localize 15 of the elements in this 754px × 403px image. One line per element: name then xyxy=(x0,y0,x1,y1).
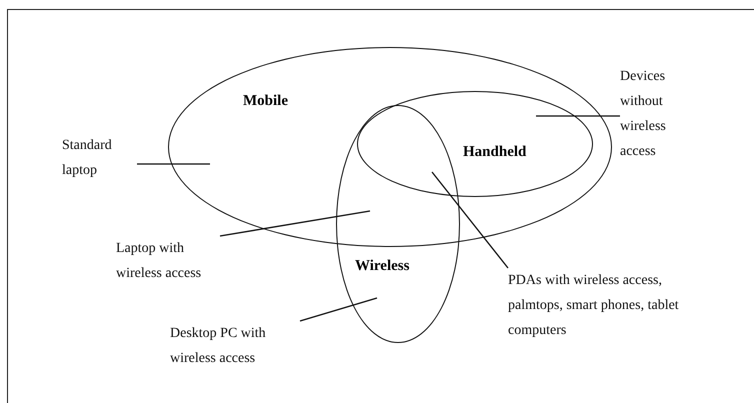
leader-line xyxy=(300,297,378,322)
set-ellipse xyxy=(357,91,593,197)
set-label: Handheld xyxy=(463,144,526,161)
callout-text: Laptop with wireless access xyxy=(116,240,202,283)
set-ellipse xyxy=(336,105,460,343)
leader-line xyxy=(432,172,508,268)
leader-line xyxy=(220,210,370,237)
leader-line xyxy=(536,115,620,117)
set-label: Wireless xyxy=(355,258,410,275)
callout-text: Desktop PC with wireless access xyxy=(170,325,267,368)
leader-line xyxy=(137,163,210,165)
set-label: Mobile xyxy=(243,93,288,110)
callout-text: Standard laptop xyxy=(62,137,113,180)
callout-text: PDAs with wireless access, palmtops, smart phones, tablet computers xyxy=(508,272,680,340)
callout-text: Devices without wireless access xyxy=(620,68,667,161)
